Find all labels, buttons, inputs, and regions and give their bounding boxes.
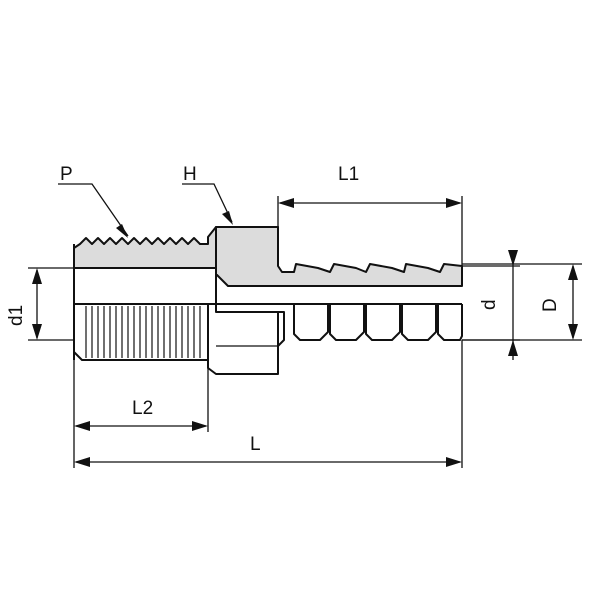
- hex-exterior-lower: [207, 303, 279, 375]
- lower-exterior-view: [73, 267, 463, 375]
- p-leader: [58, 183, 129, 237]
- label-l1: L1: [338, 164, 359, 185]
- label-l: L: [250, 434, 261, 455]
- label-d: d: [479, 299, 500, 310]
- dimension-lines: [28, 196, 582, 468]
- label-D: D: [540, 298, 561, 312]
- thread-exterior-lower: [73, 304, 209, 361]
- h-leader: [182, 183, 233, 223]
- thread-crests-lower: [85, 306, 201, 358]
- label-p: P: [60, 164, 73, 185]
- label-d1: d1: [6, 305, 27, 326]
- leader-lines: [58, 183, 233, 238]
- hex-barb-section-upper: [215, 226, 463, 287]
- label-l2: L2: [132, 398, 153, 419]
- bore-lower: [73, 267, 217, 305]
- barb-exterior-lower: [277, 304, 463, 347]
- label-h: H: [183, 164, 197, 185]
